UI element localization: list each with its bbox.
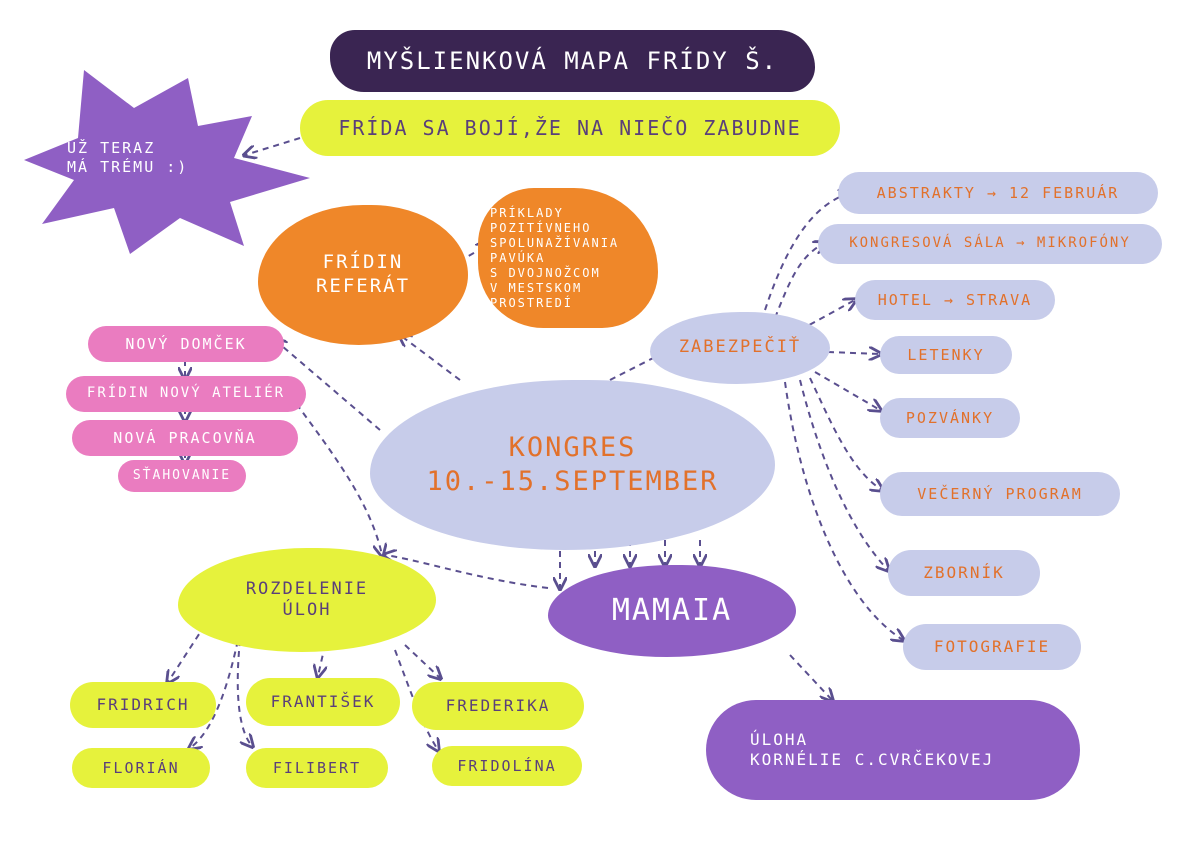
star-note: UŽ TERAZ MÁ TRÉMU :)	[67, 139, 189, 176]
person-frantisek: FRANTIŠEK	[246, 678, 400, 726]
referat-detail: PRÍKLADY POZITÍVNEHO SPOLUNAŽÍVANIA PAVÚ…	[478, 188, 658, 328]
home-item-atelier: FRÍDIN NOVÝ ATELIÉR	[66, 376, 306, 412]
arrow-z-zbornik	[799, 379, 888, 570]
map-subtitle: FRÍDA SA BOJÍ,ŽE NA NIEČO ZABUDNE	[300, 100, 840, 156]
zabezpecit-node: ZABEZPEČIŤ	[650, 312, 830, 384]
arrow-mamaia-to-uloha	[789, 654, 832, 700]
arrow-z-pozvanky	[814, 371, 880, 410]
arrow-r-filibert	[236, 639, 252, 746]
arrow-z-vecerny	[809, 377, 882, 490]
z-item-abstrakty: ABSTRAKTY → 12 FEBRUÁR	[838, 172, 1158, 214]
z-item-letenky: LETENKY	[880, 336, 1012, 374]
arrow-home-to-rozdelenie	[289, 394, 382, 555]
person-filibert: FILIBERT	[246, 748, 388, 788]
uloha-node: ÚLOHA KORNÉLIE C.CVRČEKOVEJ	[706, 700, 1080, 800]
z-item-vecerny-program: VEČERNÝ PROGRAM	[880, 472, 1120, 516]
arrow-mamaia-to-rozdelenie	[385, 555, 549, 589]
arrow-kongres-to-home	[275, 340, 381, 431]
person-fridrich: FRIDRICH	[70, 682, 216, 728]
z-item-fotografie: FOTOGRAFIE	[903, 624, 1081, 670]
home-item-pracovna: NOVÁ PRACOVŇA	[72, 420, 298, 456]
z-item-kongresova-sala: KONGRESOVÁ SÁLA → MIKROFÓNY	[818, 224, 1162, 264]
kongres-center: KONGRES 10.-15.SEPTEMBER	[370, 380, 775, 550]
arrow-r-frederika	[404, 644, 440, 678]
person-florian: FLORIÁN	[72, 748, 210, 788]
z-item-pozvanky: POZVÁNKY	[880, 398, 1020, 438]
referat-node: FRÍDIN REFERÁT	[258, 205, 468, 345]
mamaia-node: MAMAIA	[548, 565, 796, 657]
rozdelenie-node: ROZDELENIE ÚLOH	[178, 548, 436, 652]
arrow-subtitle-to-star	[245, 137, 301, 155]
star-burst-icon: UŽ TERAZ MÁ TRÉMU :)	[22, 68, 314, 258]
person-fridolina: FRIDOLÍNA	[432, 746, 582, 786]
home-item-novy-domcek: NOVÝ DOMČEK	[88, 326, 284, 362]
person-frederika: FREDERIKA	[412, 682, 584, 730]
arrow-r-florian	[190, 629, 241, 748]
map-title: MYŠLIENKOVÁ MAPA FRÍDY Š.	[330, 30, 815, 92]
arrow-z-abstrakty	[764, 193, 850, 311]
arrow-r-fridrich	[168, 624, 206, 682]
z-item-hotel: HOTEL → STRAVA	[855, 280, 1055, 320]
arrow-kongres-to-referat	[400, 335, 461, 381]
arrow-z-kongresova	[774, 243, 825, 319]
z-item-zbornik: ZBORNÍK	[888, 550, 1040, 596]
home-item-stahovanie: SŤAHOVANIE	[118, 460, 246, 492]
arrow-z-letenky	[827, 352, 880, 354]
